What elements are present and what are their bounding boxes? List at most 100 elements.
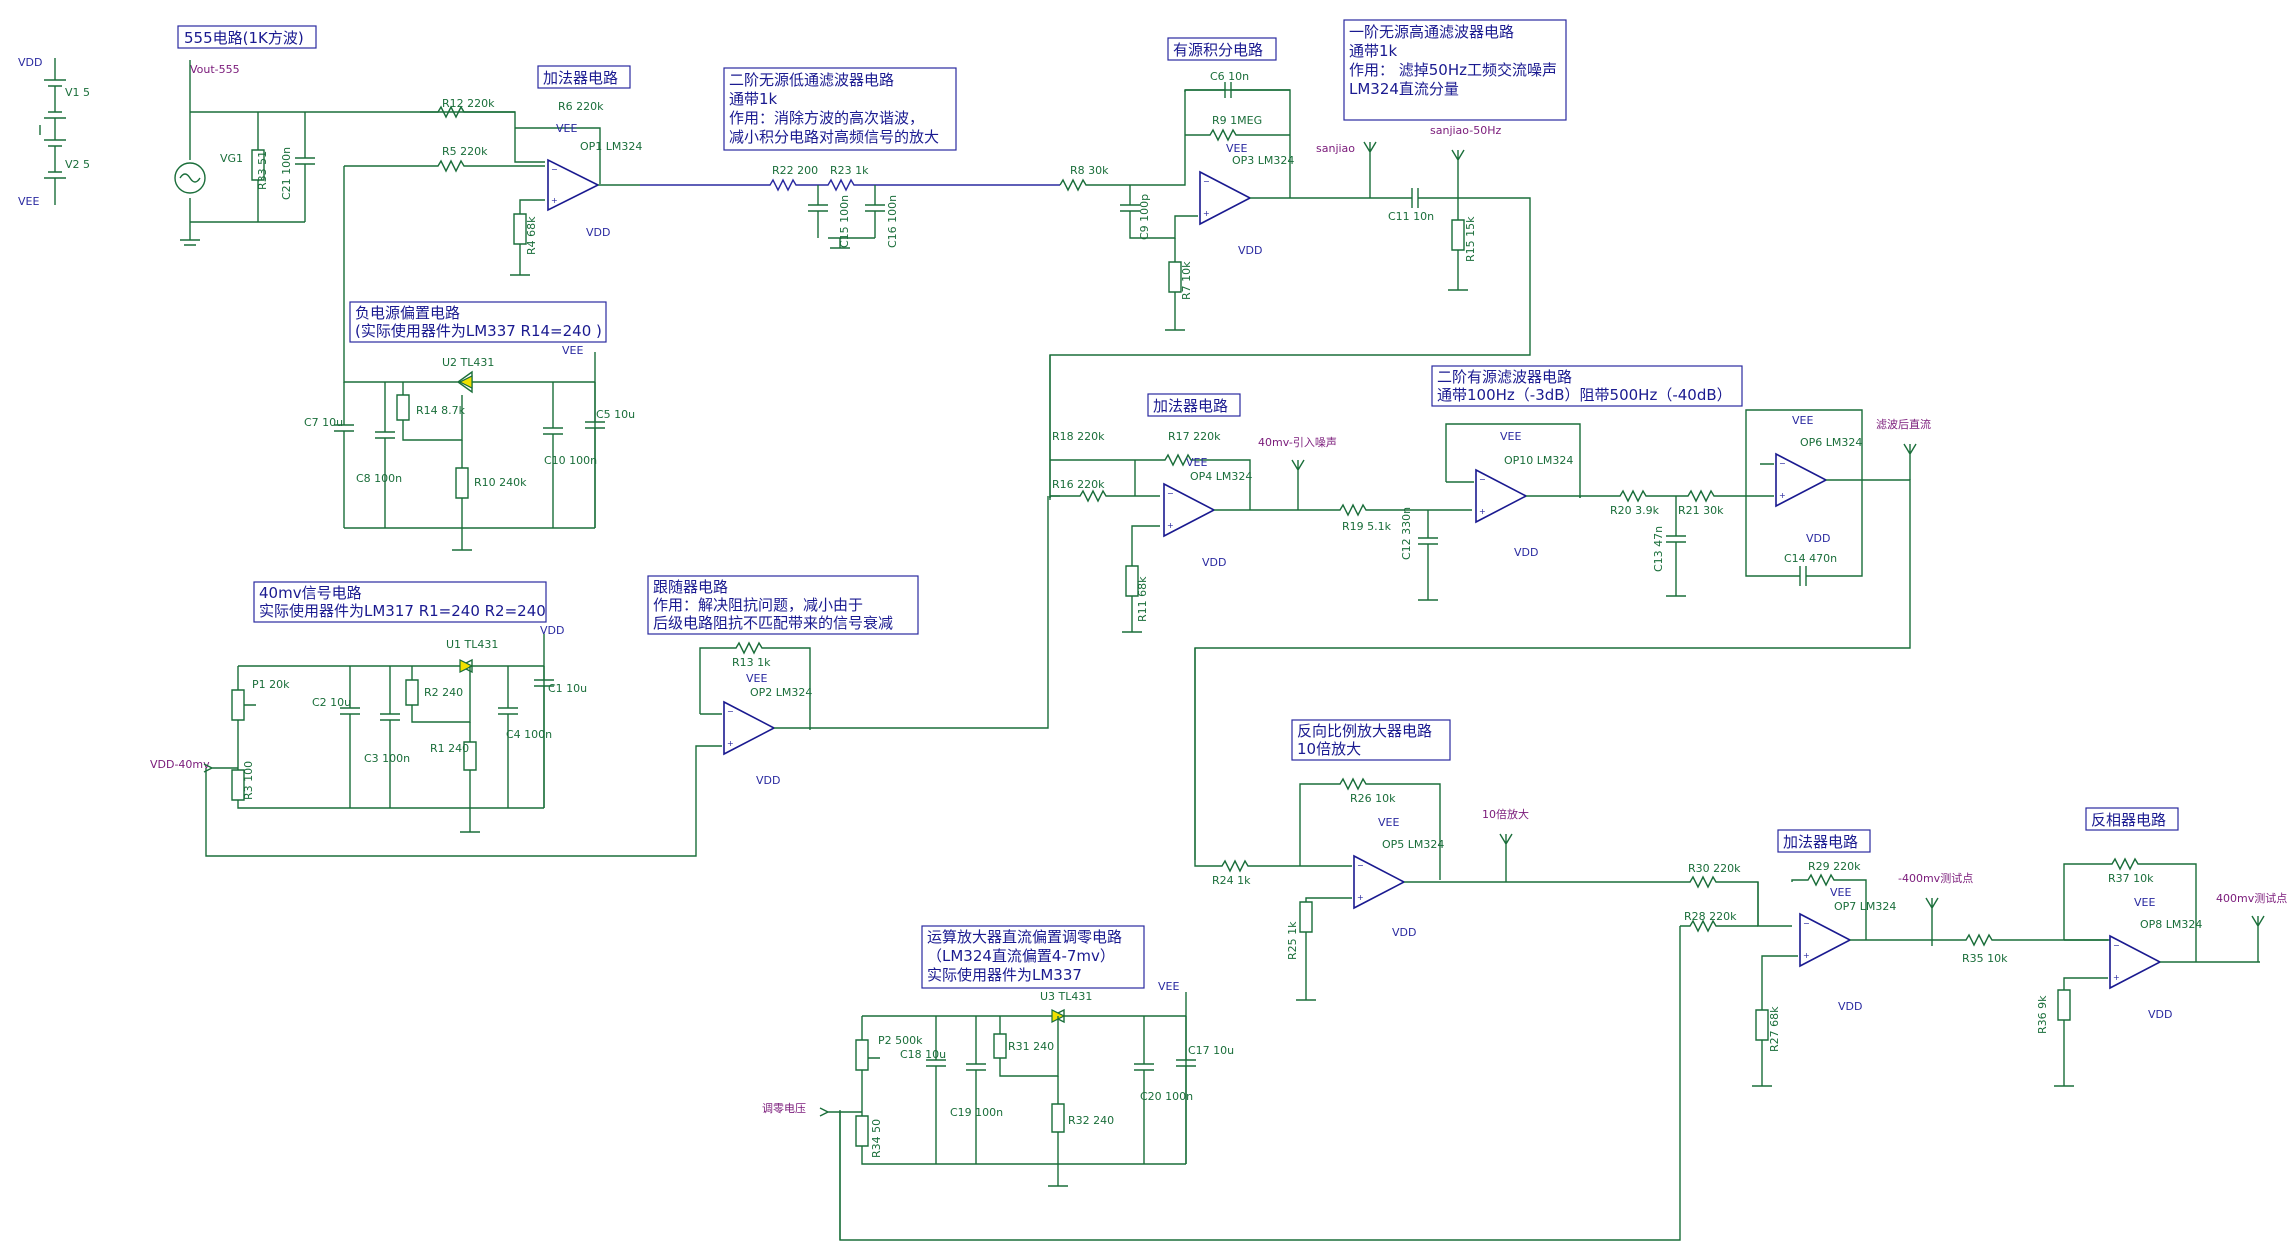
box-integrator-line1: 有源积分电路 [1173,41,1263,59]
probe-sanjiao: sanjiao [1316,142,1355,155]
svg-text:+: + [1779,491,1786,500]
adder2-block: 加法器电路 R18 220k R17 220k R16 220k VEE −+ … [1049,355,1420,633]
box-adder1-line1: 加法器电路 [543,69,618,87]
r33-label: R33 51 [256,151,269,190]
op2-opamp [723,700,776,756]
box-bpf [1431,365,1743,407]
r6-label: R6 220k [558,100,604,113]
vee-label: VEE [18,195,39,208]
u1-diode [459,659,474,673]
probe-filtered: 滤波后直流 [1876,417,1931,431]
r13-label: R13 1k [732,656,771,669]
op2-vdd: VDD [756,774,780,787]
box-sig40 [253,581,547,623]
op4-vdd: VDD [1202,556,1226,569]
probe-amp10: 10倍放大 [1482,807,1529,821]
r23-label: R23 1k [830,164,869,177]
op8-opamp [2109,934,2162,990]
r4-label: R4 68k [525,216,538,255]
box-sig40-line2: 实际使用器件为LM317 R1=240 R2=240 [259,602,546,620]
op3-vee: VEE [1226,142,1247,155]
box-offset-line2: （LM324直流偏置4-7mv） [927,947,1115,965]
supply-block: VDD V1 5 V2 5 VEE [18,56,90,208]
c4-label: C4 100n [506,728,552,741]
u2-diode [458,375,473,389]
box-lpf-line4: 减小积分电路对高频信号的放大 [729,128,939,146]
c17-label: C17 10u [1188,1044,1234,1057]
box-follower-line3: 后级电路阻抗不匹配带来的信号衰减 [653,614,893,632]
svg-text:+: + [1167,521,1174,530]
svg-text:−: − [1779,459,1786,468]
probe-sanjiao50: sanjiao-50Hz [1430,124,1501,137]
c6-label: C6 10n [1210,70,1249,83]
r9-label: R9 1MEG [1212,114,1262,127]
r8-label: R8 30k [1070,164,1109,177]
svg-text:+: + [1803,951,1810,960]
svg-text:−: − [1167,489,1174,498]
c21-label: C21 100n [280,147,293,200]
probe-vout555: Vout-555 [190,63,240,76]
probe-zero: 调零电压 [762,1102,806,1115]
r25-label: R25 1k [1286,921,1299,960]
c13-label: C13 47n [1652,526,1665,572]
r37-label: R37 10k [2108,872,2154,885]
c14-label: C14 470n [1784,552,1837,565]
r32-label: R32 240 [1068,1114,1114,1127]
u1-label: U1 TL431 [446,638,498,651]
box-follower-line1: 跟随器电路 [653,578,728,596]
r34-label: R34 50 [870,1119,883,1158]
hpf-block: 一阶无源高通滤波器电路 通带1k 作用： 滤掉50Hz工频交流噪声 LM324直… [1049,19,1567,496]
box-bpf-line1: 二阶有源滤波器电路 [1437,368,1572,386]
probe-vdd40: VDD-40mv [150,758,210,771]
r3-label: R3 100 [242,761,255,800]
op2-label: OP2 LM324 [750,686,812,699]
op1-opamp [547,158,600,212]
r2-label: R2 240 [424,686,463,699]
p2-label: P2 500k [878,1034,923,1047]
inverter-block: 反相器电路 R37 10k VEE −+ OP8 LM324 VDD R36 9… [2036,807,2287,1087]
r24-label: R24 1k [1212,874,1251,887]
r27-label: R27 68k [1768,1006,1781,1052]
r1-label: R1 240 [430,742,469,755]
box-inv10-line2: 10倍放大 [1297,740,1361,758]
negbias-block: 负电源偏置电路 (实际使用器件为LM337 R14=240 ) U2 TL431… [304,166,635,551]
r19-label: R19 5.1k [1342,520,1392,533]
c12-label: C12 330n [1400,507,1413,560]
r17-label: R17 220k [1168,430,1221,443]
bpf-block: 二阶有源滤波器电路 通带100Hz（-3dB）阻带500Hz（-40dB） C1… [1194,365,1931,860]
offset-vee: VEE [1158,980,1179,993]
offset-block: 运算放大器直流偏置调零电路 （LM324直流偏置4-7mv） 实际使用器件为LM… [762,925,1234,1240]
svg-text:−: − [727,707,734,716]
box-lpf [723,67,957,151]
op4-label: OP4 LM324 [1190,470,1252,483]
box-lpf-line1: 二阶无源低通滤波器电路 [729,71,894,89]
box-bpf-line2: 通带100Hz（-3dB）阻带500Hz（-40dB） [1437,386,1732,404]
svg-text:+: + [1479,507,1486,516]
op8-vee: VEE [2134,896,2155,909]
box-adder2 [1147,393,1241,417]
box-inv10 [1291,719,1451,761]
op8-label: OP8 LM324 [2140,918,2202,931]
box-offset-line3: 实际使用器件为LM337 [927,966,1082,984]
op10-opamp [1475,468,1528,524]
c7-label: C7 10u [304,416,343,429]
op7-vdd: VDD [1838,1000,1862,1013]
svg-text:+: + [1203,209,1210,218]
svg-text:−: − [1357,861,1364,870]
c9-label: C9 100p [1138,194,1151,240]
r15-label: R15 15k [1464,216,1477,262]
op6-vdd: VDD [1806,532,1830,545]
svg-text:−: − [1803,919,1810,928]
box-hpf-line1: 一阶无源高通滤波器电路 [1349,23,1514,41]
r16-label: R16 220k [1052,478,1105,491]
box-follower [647,575,919,635]
box-inv10-line1: 反向比例放大器电路 [1297,722,1432,740]
vdd-label: VDD [18,56,42,69]
c5-label: C5 10u [596,408,635,421]
op6-label: OP6 LM324 [1800,436,1862,449]
op10-vdd: VDD [1514,546,1538,559]
r21-label: R21 30k [1678,504,1724,517]
adder1-block: 加法器电路 R12 220k R5 220k R6 220k VEE −+ OP… [344,65,642,276]
box-hpf [1343,19,1567,121]
svg-text:−: − [551,165,558,174]
